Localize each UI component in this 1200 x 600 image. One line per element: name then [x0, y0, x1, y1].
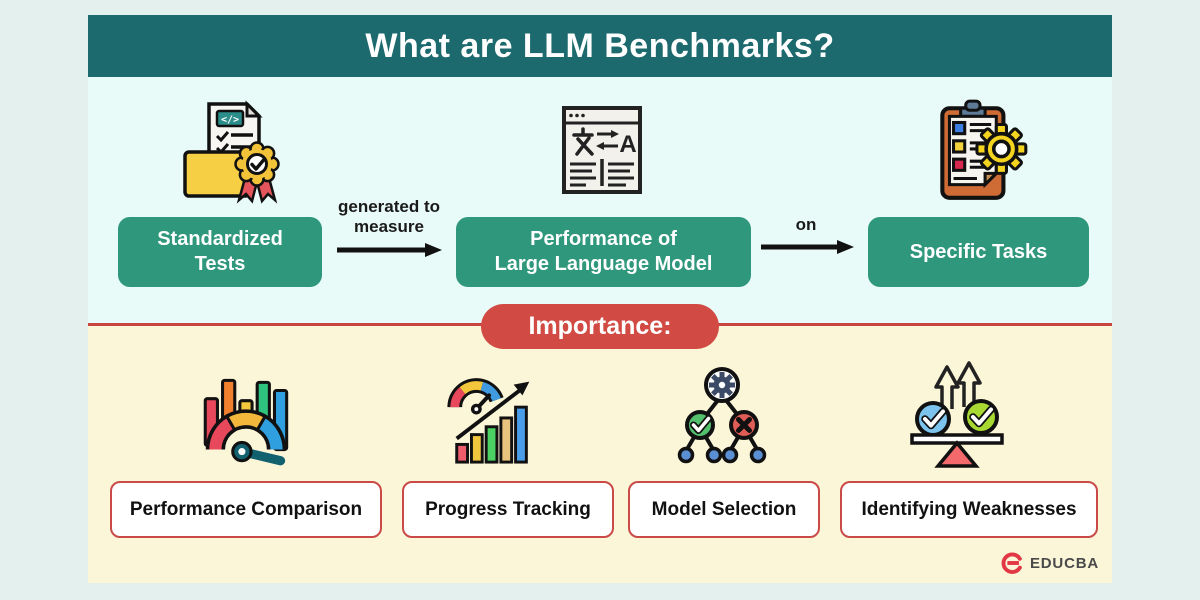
flow-node-label-line: Large Language Model: [494, 253, 713, 275]
flow-arrow-icon: [760, 240, 854, 255]
flow-node-label-line: Tests: [194, 253, 246, 275]
translation-window-icon: A: [552, 100, 652, 200]
flow-node-specific-tasks: Specific Tasks: [868, 217, 1089, 287]
header-banner: What are LLM Benchmarks?: [88, 15, 1112, 77]
flow-connector-generated-to-measure: generated to measure: [327, 197, 451, 258]
page-title: What are LLM Benchmarks?: [365, 26, 835, 65]
flow-connector-on: on: [756, 215, 856, 255]
flow-node-standardized-tests: Standardized Tests: [118, 217, 322, 287]
educba-logo-mark-icon: [1001, 552, 1022, 574]
flow-node-label-line: Performance of: [530, 228, 677, 250]
balance-scale-icon: [904, 356, 1010, 470]
flow-node-label-line: Standardized: [157, 228, 283, 250]
connector-label: on: [796, 215, 817, 235]
educba-logo-text: EDUCBA: [1030, 554, 1099, 572]
connector-label-line: generated to: [337, 197, 441, 216]
connector-label-line: measure: [354, 217, 424, 237]
certified-tests-folder-icon: </>: [170, 98, 296, 210]
importance-item-label: Model Selection: [651, 498, 797, 520]
translation-window-icon-svg: A: [562, 106, 642, 194]
speedometer-bars-icon: [191, 366, 305, 470]
importance-item-progress-tracking: Progress Tracking: [402, 481, 614, 538]
importance-title: Importance:: [528, 312, 672, 340]
connector-label: generated to measure: [338, 197, 440, 238]
importance-item-label: Performance Comparison: [129, 498, 363, 520]
flow-node-performance-llm: Performance of Large Language Model: [456, 217, 751, 287]
clipboard-gear-icon-svg: [940, 99, 1028, 200]
gauge-growth-chart-icon: [443, 362, 545, 468]
decision-tree-icon-svg: [677, 367, 767, 464]
decision-tree-icon: [672, 362, 772, 468]
connector-label-line: on: [795, 215, 817, 234]
gauge-growth-chart-icon-svg: [447, 378, 530, 464]
importance-item-performance-comparison: Performance Comparison: [110, 481, 382, 538]
speedometer-bars-icon-svg: [203, 378, 289, 466]
flow-node-label-line: Specific Tasks: [909, 240, 1048, 263]
importance-item-label: Progress Tracking: [425, 498, 591, 520]
clipboard-gear-icon: [924, 98, 1036, 205]
importance-pill: Importance:: [481, 304, 719, 349]
importance-item-label: Identifying Weaknesses: [861, 498, 1077, 520]
flow-arrow-icon: [337, 242, 442, 257]
importance-item-identifying-weaknesses: Identifying Weaknesses: [840, 481, 1098, 538]
balance-scale-icon-svg: [910, 361, 1004, 468]
certified-tests-folder-icon-svg: </>: [183, 100, 280, 204]
svg-text:</>: </>: [221, 115, 239, 126]
educba-logo: EDUCBA: [1000, 551, 1099, 575]
importance-item-model-selection: Model Selection: [628, 481, 820, 538]
svg-text:A: A: [619, 131, 636, 158]
